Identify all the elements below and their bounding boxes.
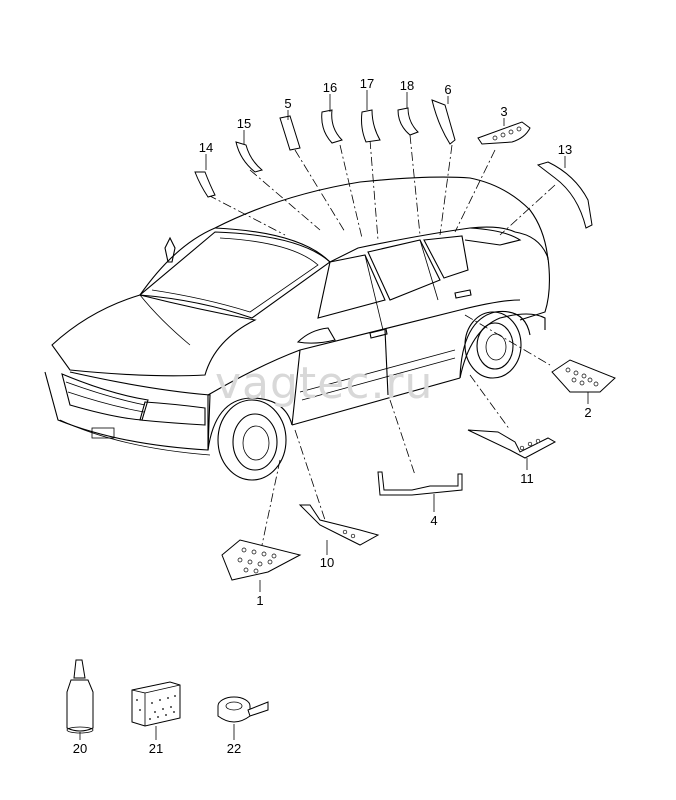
callout-ticks bbox=[79, 90, 589, 740]
leader-lines bbox=[207, 134, 556, 546]
car-illustration bbox=[44, 176, 551, 481]
part-6-shape bbox=[431, 99, 456, 145]
callout-5: 5 bbox=[284, 96, 291, 111]
callout-22: 22 bbox=[227, 741, 241, 756]
part-5-shape bbox=[279, 115, 301, 151]
callout-17: 17 bbox=[360, 76, 374, 91]
part-16-shape bbox=[321, 109, 343, 144]
callout-1: 1 bbox=[256, 593, 263, 608]
watermark-text: vagtec.ru bbox=[215, 358, 433, 409]
part-20-bottle bbox=[66, 659, 94, 734]
part-15-shape bbox=[235, 141, 264, 173]
callout-13: 13 bbox=[558, 142, 572, 157]
part-1-shape bbox=[221, 539, 302, 581]
part-4-shape bbox=[377, 471, 463, 496]
part-3-shape bbox=[477, 121, 531, 145]
part-14-shape bbox=[194, 171, 216, 198]
part-22-tape-roll bbox=[217, 696, 269, 723]
callout-18: 18 bbox=[400, 78, 414, 93]
callout-21: 21 bbox=[149, 741, 163, 756]
callout-15: 15 bbox=[237, 116, 251, 131]
callout-10: 10 bbox=[320, 555, 334, 570]
callout-14: 14 bbox=[199, 140, 213, 155]
part-18-shape bbox=[397, 107, 419, 136]
part-10-shape bbox=[298, 504, 380, 546]
part-2-shape bbox=[551, 359, 616, 393]
callout-6: 6 bbox=[444, 82, 451, 97]
callout-3: 3 bbox=[500, 104, 507, 119]
callout-20: 20 bbox=[73, 741, 87, 756]
part-11-shape bbox=[467, 429, 557, 459]
callout-16: 16 bbox=[323, 80, 337, 95]
callout-4: 4 bbox=[430, 513, 437, 528]
part-13-shape bbox=[536, 161, 593, 229]
callout-2: 2 bbox=[584, 405, 591, 420]
part-17-shape bbox=[361, 109, 381, 143]
part-21-foam bbox=[131, 681, 181, 727]
callout-11: 11 bbox=[520, 471, 534, 486]
